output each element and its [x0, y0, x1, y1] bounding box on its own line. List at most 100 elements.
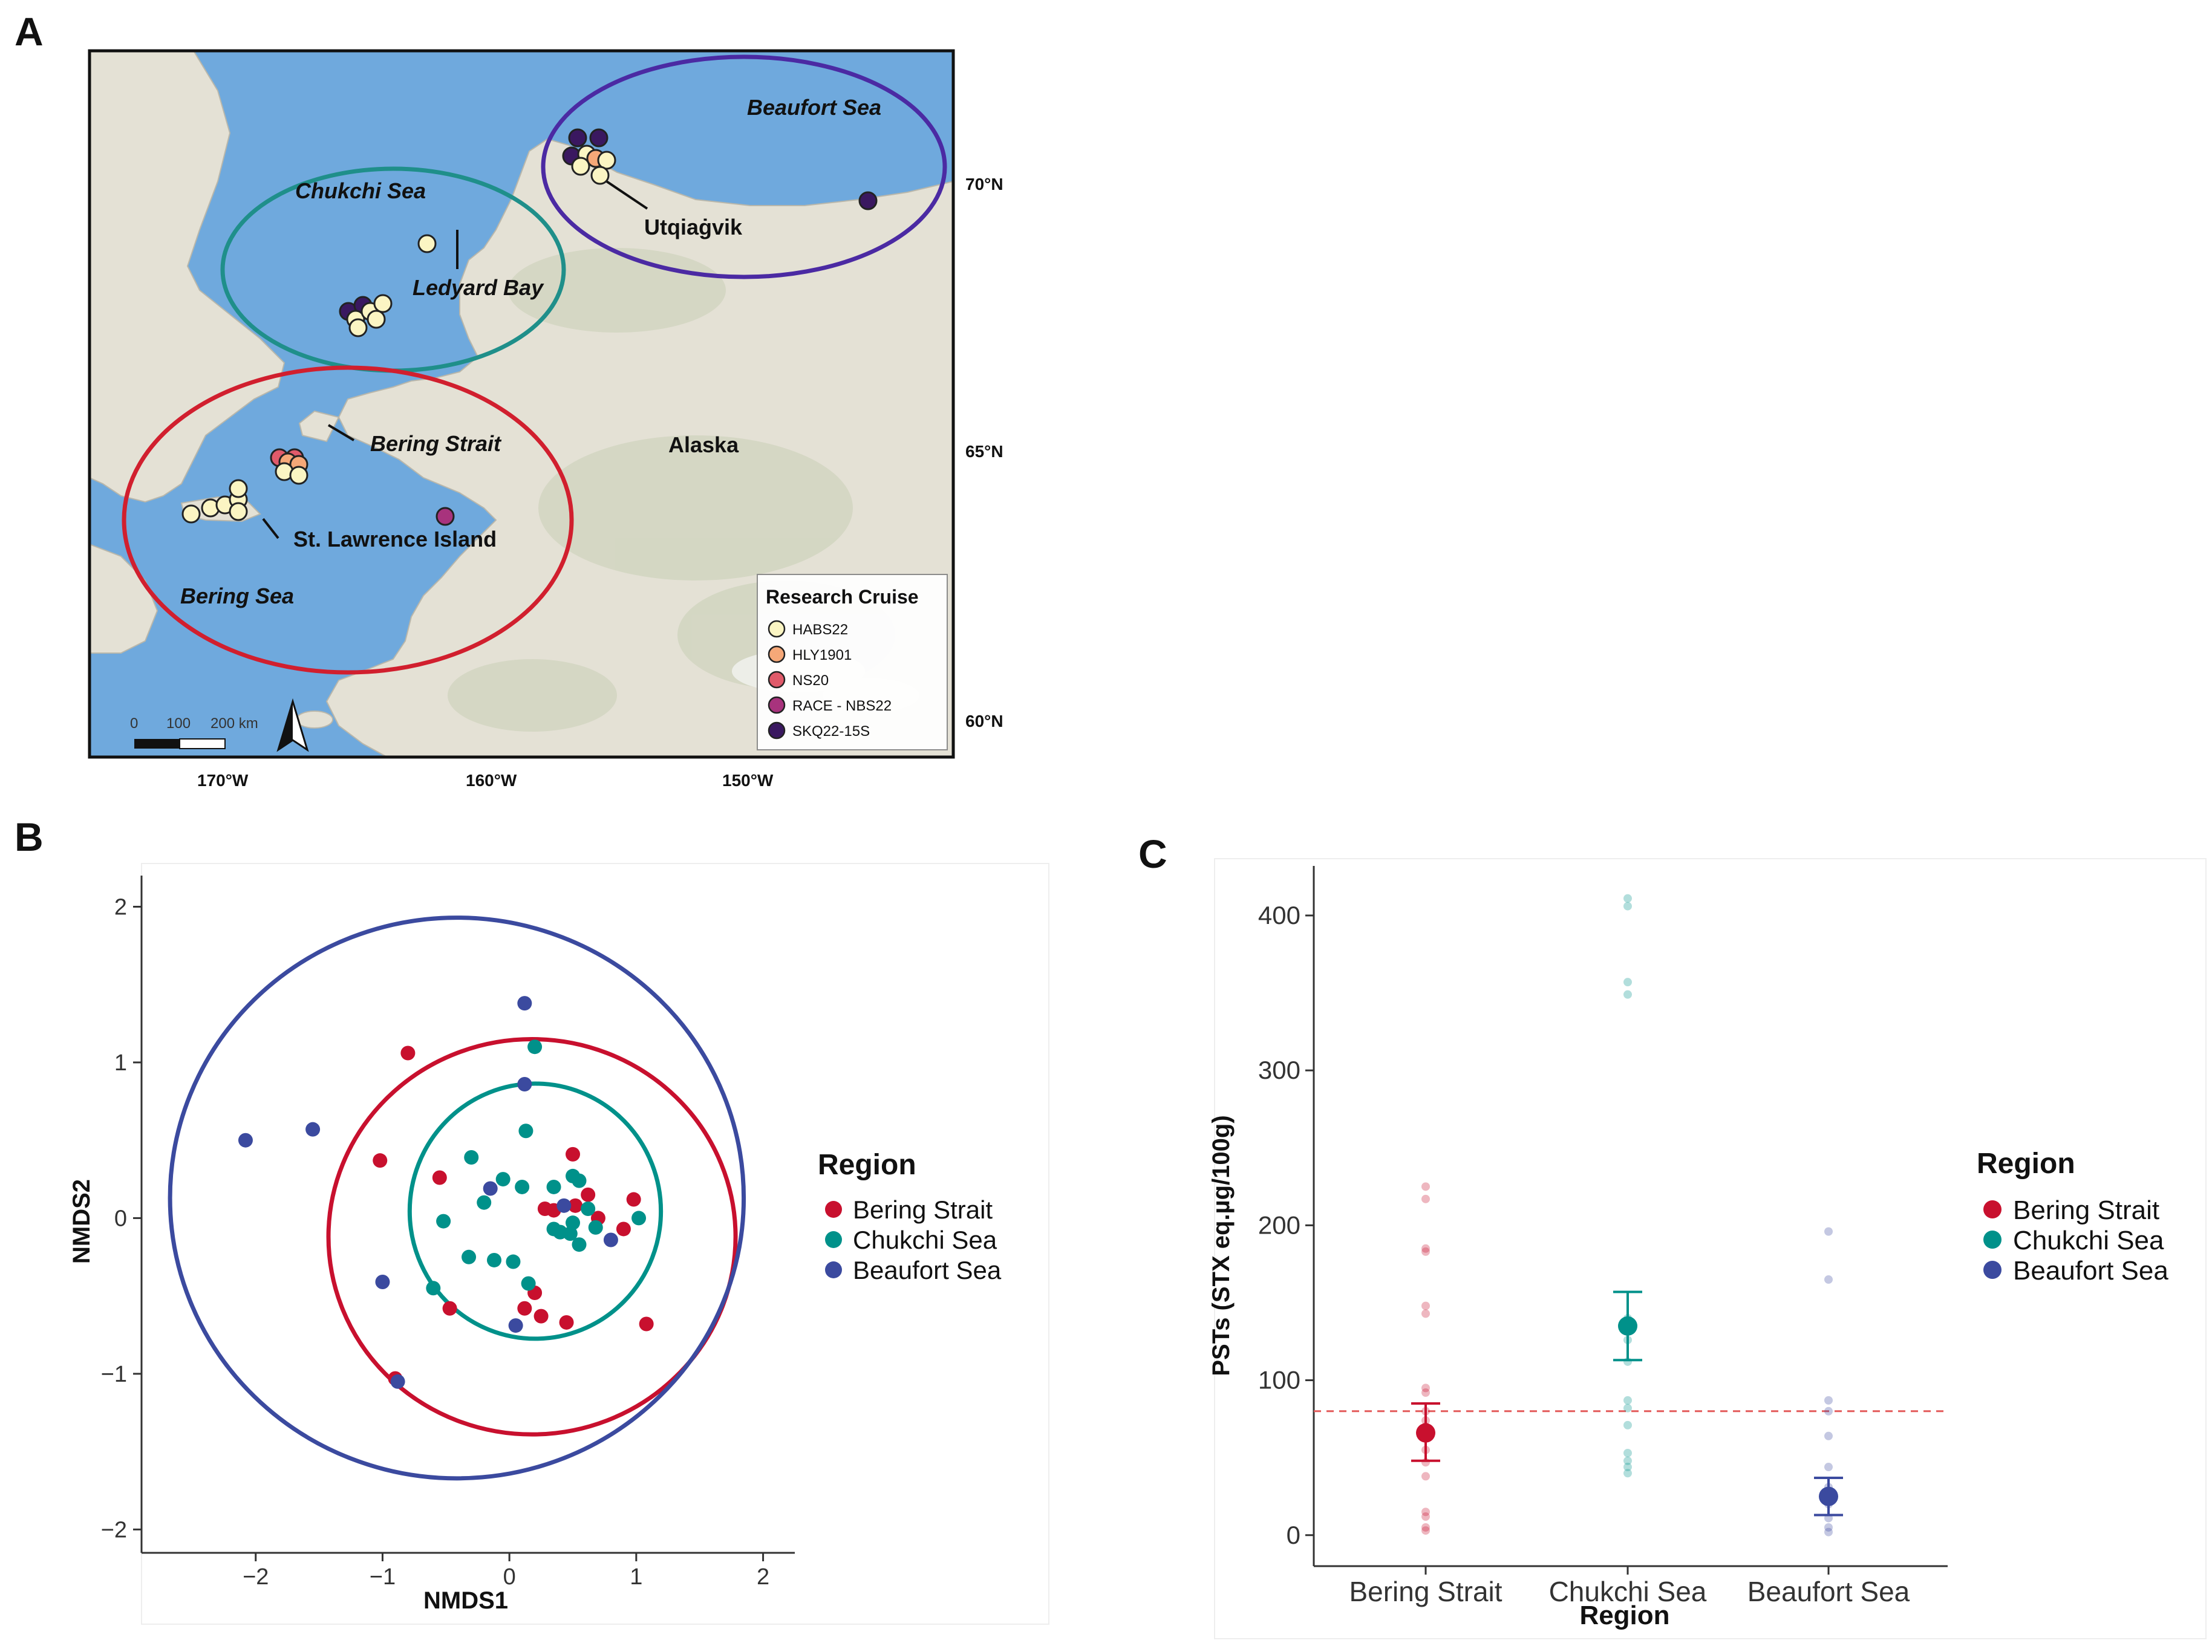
label-alaska: Alaska — [668, 432, 739, 457]
sample-points — [181, 128, 878, 526]
pst-raw-point — [1623, 894, 1632, 903]
cruise-legend-label: NS20 — [792, 672, 829, 689]
pst-mean-point — [1618, 1316, 1637, 1336]
nmds-point — [464, 1150, 479, 1165]
pst-y-tick-label: 200 — [1258, 1211, 1300, 1239]
bering-ellipse — [122, 365, 574, 675]
pst-raw-point — [1421, 1507, 1430, 1517]
label-bering-strait: Bering Strait — [370, 431, 502, 456]
pst-raw-point — [1421, 1384, 1430, 1393]
pst-raw-point — [1623, 978, 1632, 987]
nmds-point — [559, 1315, 574, 1330]
pst-raw-point — [1824, 1431, 1833, 1440]
pst-x-tick-label: Bering Strait — [1349, 1576, 1502, 1607]
pst-raw-point — [1824, 1275, 1833, 1284]
nmds-x-tick-label: −1 — [370, 1564, 396, 1590]
nmds-point — [515, 1179, 530, 1194]
nmds-legend-swatch — [825, 1201, 842, 1218]
pst-raw-point — [1421, 1309, 1430, 1318]
pst-raw-point — [1824, 1227, 1833, 1236]
nmds-x-tick-label: 0 — [503, 1564, 516, 1590]
scale-bar: 0 100 200 km — [130, 715, 258, 749]
label-st-lawrence-island: St. Lawrence Island — [293, 527, 497, 551]
sample-point-skq — [858, 191, 878, 210]
nmds-point — [305, 1122, 321, 1137]
sample-point-habs — [590, 166, 610, 185]
nmds-point — [238, 1133, 253, 1148]
pst-raw-point — [1623, 990, 1632, 999]
pst-legend-swatch — [1983, 1200, 2002, 1218]
pst-raw-point — [1623, 1469, 1632, 1478]
nmds-x-tick-label: −2 — [243, 1564, 269, 1590]
nmds-x-title: NMDS1 — [423, 1587, 508, 1614]
sample-point-habs — [181, 504, 201, 524]
nmds-point — [508, 1318, 523, 1333]
nmds-point — [546, 1179, 561, 1194]
nmds-point — [556, 1198, 572, 1213]
label-ledyard-bay: Ledyard Bay — [413, 275, 544, 300]
pst-raw-point — [1421, 1523, 1430, 1532]
nmds-point — [432, 1170, 447, 1185]
cruise-legend-swatch — [768, 645, 786, 663]
pst-raw-point — [1421, 1301, 1430, 1310]
nmds-point — [568, 1198, 583, 1213]
sample-point-skq — [589, 128, 608, 148]
nmds-legend-swatch — [825, 1261, 842, 1278]
nmds-ellipse — [407, 1081, 664, 1341]
sample-point-habs — [289, 466, 308, 485]
pst-raw-point — [1421, 1247, 1430, 1256]
pst-points — [1411, 894, 1843, 1537]
pst-y-tick-label: 100 — [1258, 1366, 1300, 1394]
pst-raw-point — [1824, 1463, 1833, 1472]
nmds-point — [426, 1281, 441, 1296]
pst-y-tick-label: 400 — [1258, 901, 1300, 929]
sample-point-habs — [373, 294, 393, 313]
scale-label-0: 0 — [130, 715, 138, 732]
nmds-x-tick-label: 1 — [630, 1564, 642, 1590]
nmds-y-tick-label: 1 — [114, 1050, 127, 1076]
pst-raw-point — [1824, 1523, 1833, 1532]
panel-label-c: C — [1138, 831, 1167, 876]
pst-raw-point — [1421, 1512, 1430, 1521]
pst-legend-swatch — [1983, 1231, 2002, 1249]
pst-x-tick-label: Chukchi Sea — [1549, 1576, 1707, 1607]
nmds-ellipses — [168, 915, 746, 1481]
pst-raw-point — [1421, 1526, 1430, 1535]
nmds-y-tick-label: −2 — [101, 1517, 127, 1543]
scale-label-100: 100 — [166, 715, 191, 732]
nmds-point — [506, 1254, 521, 1269]
nmds-point — [518, 1124, 533, 1139]
nmds-point — [390, 1374, 405, 1389]
nmds-point — [483, 1181, 498, 1196]
pst-raw-point — [1421, 1472, 1430, 1481]
pst-raw-point — [1421, 1388, 1430, 1397]
cruise-legend-swatch — [768, 696, 786, 714]
nmds-y-tick-label: 0 — [114, 1206, 127, 1231]
nmds-point — [517, 996, 532, 1011]
sample-point-habs — [348, 318, 368, 337]
nmds-point — [373, 1153, 388, 1168]
pst-raw-point — [1623, 1456, 1632, 1465]
island — [296, 711, 333, 729]
cruise-legend-label: HLY1901 — [792, 647, 852, 663]
nmds-point — [639, 1316, 654, 1332]
pst-x-title: Region — [1579, 1601, 1669, 1630]
pst-raw-point — [1623, 1463, 1632, 1472]
nmds-legend-swatch — [825, 1231, 842, 1248]
sample-point-habs — [597, 151, 616, 170]
pst-raw-point — [1623, 1448, 1632, 1457]
sample-point-habs — [367, 310, 386, 329]
pst-raw-point — [1421, 1182, 1430, 1191]
label-bering-sea: Bering Sea — [180, 584, 294, 608]
label-utqiagvik: Utqiaġvik — [644, 215, 743, 239]
north-arrow-icon — [276, 698, 309, 752]
lat-label-60: 60°N — [965, 712, 1003, 730]
sample-point-habs — [229, 479, 248, 498]
nmds-point — [486, 1252, 501, 1267]
nmds-point — [462, 1249, 477, 1264]
pst-raw-point — [1824, 1396, 1833, 1405]
